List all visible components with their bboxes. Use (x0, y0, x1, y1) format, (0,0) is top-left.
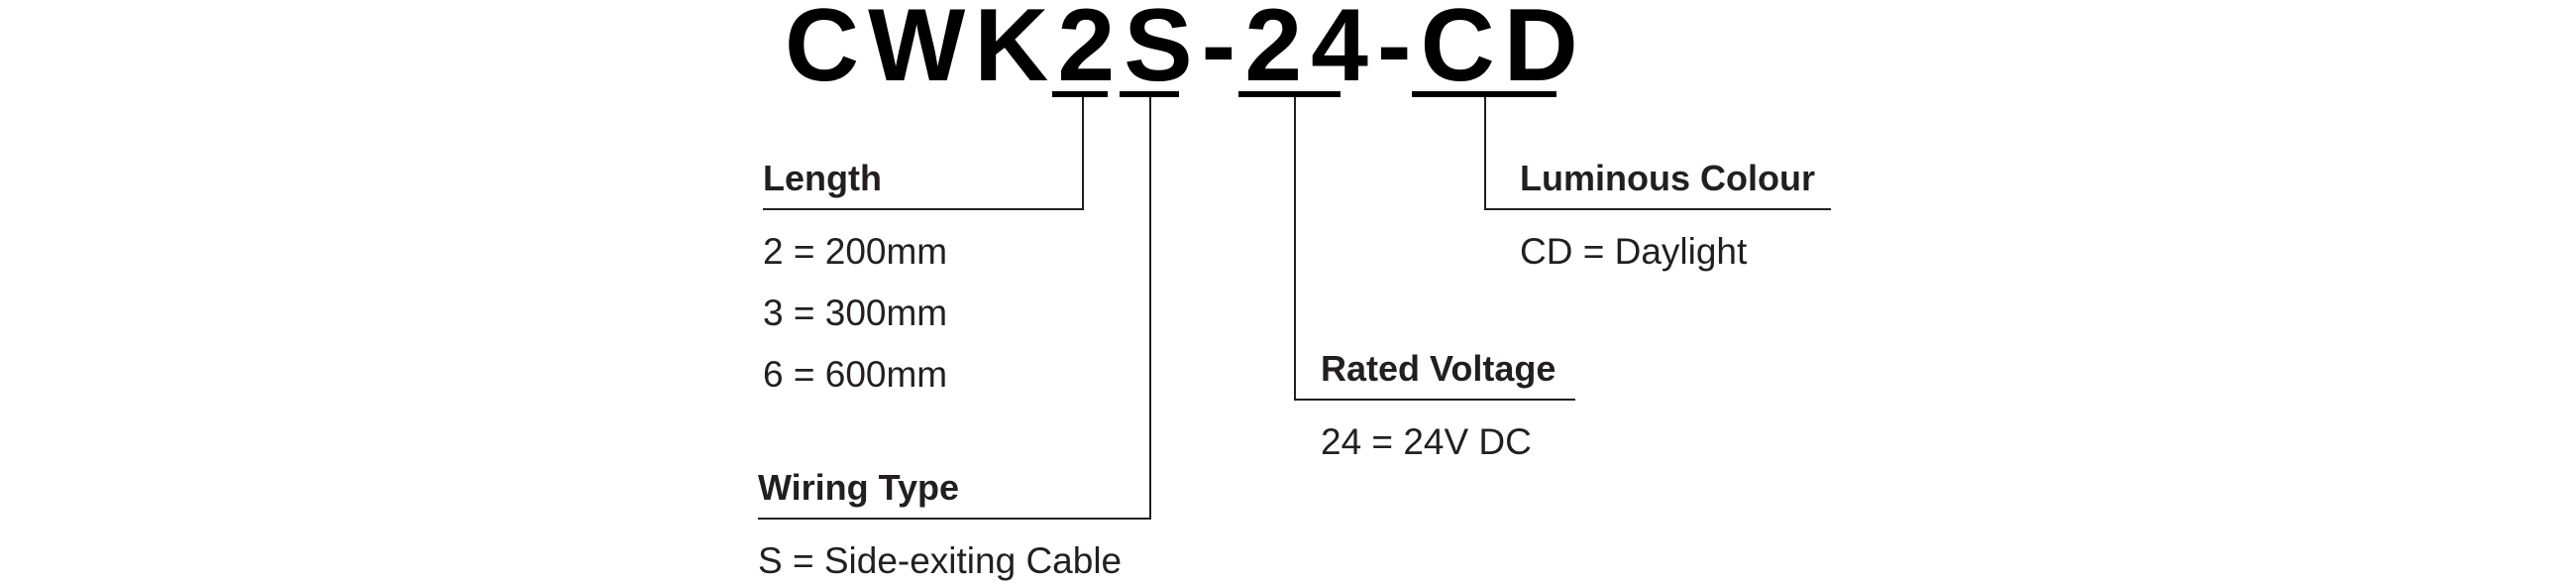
wiring-code-underline (1120, 91, 1179, 97)
wiring-type-heading: Wiring Type (758, 467, 960, 508)
code-separator-1: - (1201, 0, 1245, 103)
code-length: 2 (1057, 0, 1125, 103)
rated-voltage-option-24: 24 = 24V DC (1321, 421, 1532, 462)
wiring-leader-vertical (1149, 97, 1151, 520)
voltage-code-underline (1238, 91, 1341, 97)
colour-leader-vertical (1484, 97, 1486, 210)
voltage-leader-horizontal (1294, 399, 1575, 401)
length-option-3: 3 = 300mm (763, 292, 948, 333)
colour-leader-horizontal (1484, 208, 1831, 210)
voltage-leader-vertical (1294, 97, 1296, 401)
length-code-underline (1052, 91, 1108, 97)
length-leader-vertical (1082, 97, 1084, 210)
code-colour: CD (1420, 0, 1587, 103)
code-separator-2: - (1376, 0, 1421, 103)
code-voltage: 24 (1244, 0, 1377, 103)
length-heading: Length (763, 158, 882, 198)
length-leader-horizontal (763, 208, 1084, 210)
model-code: CWK2S-24-CD (785, 0, 1587, 103)
length-option-2: 2 = 200mm (763, 231, 948, 272)
wiring-type-option-s: S = Side-exiting Cable (758, 540, 1123, 581)
code-wiring: S (1124, 0, 1202, 103)
wiring-leader-horizontal (758, 518, 1151, 520)
length-option-6: 6 = 600mm (763, 354, 948, 395)
luminous-colour-heading: Luminous Colour (1520, 158, 1815, 198)
rated-voltage-heading: Rated Voltage (1321, 348, 1556, 389)
luminous-colour-option-cd: CD = Daylight (1520, 231, 1748, 272)
code-prefix: CWK (785, 0, 1058, 103)
colour-code-underline (1412, 91, 1556, 97)
